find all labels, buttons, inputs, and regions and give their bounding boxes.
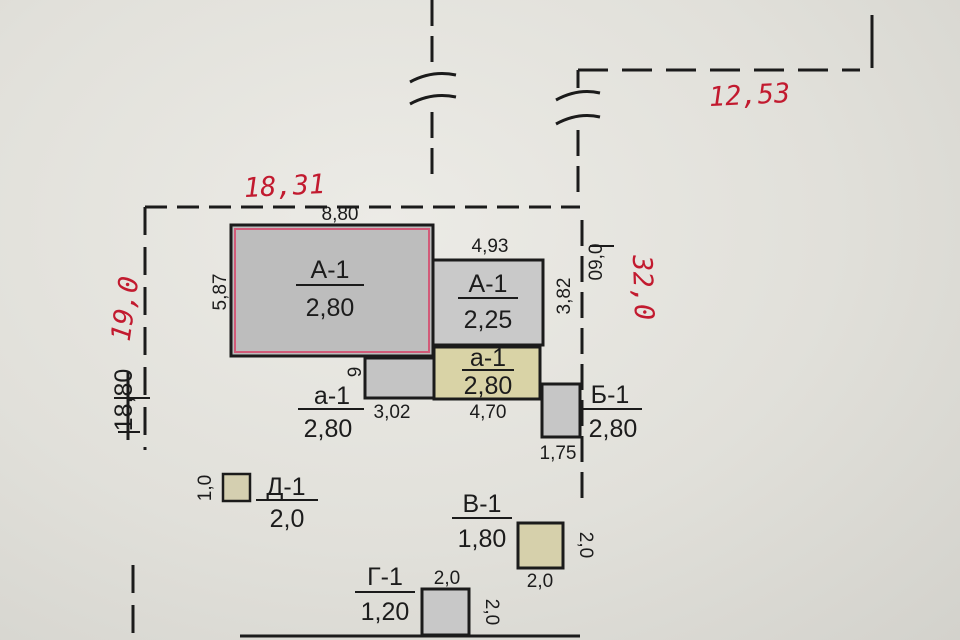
shed-g1-shape [420, 587, 471, 637]
porch-right-width: 4,70 [470, 402, 507, 423]
break-mark-1 [409, 72, 457, 84]
shed-g1-height: 1,20 [361, 598, 410, 626]
main-house-width: 8,80 [322, 204, 359, 225]
building-shed-d1: 1,0 Д-1 2,0 [195, 472, 318, 533]
break-mark-3 [555, 90, 601, 102]
porch-right-shape [432, 345, 542, 401]
shed-d1-shape [221, 472, 252, 503]
red-dimension-top-left: 18,31 [243, 169, 326, 204]
shed-g1-name: Г-1 [367, 563, 403, 591]
shed-b1-width: 1,75 [540, 443, 577, 464]
red-dimension-right: 32,0 [626, 254, 659, 321]
shed-b1-shape [540, 382, 582, 439]
building-addon-a1: А-1 2,25 4,93 3,82 [431, 236, 575, 347]
porch-left-width: 3,02 [374, 402, 411, 423]
shed-v1-shape [516, 521, 565, 570]
main-house-outline [234, 228, 430, 353]
plot-boundary [118, 0, 874, 640]
shed-d1-side: 1,0 [195, 475, 216, 501]
shed-v1-depth: 2,0 [575, 532, 596, 558]
right-plot-dimension: 09,0 [586, 244, 607, 281]
porch-left-height: 2,80 [304, 415, 353, 443]
shed-d1-name: Д-1 [266, 473, 305, 501]
porch-right-name: а-1 [470, 344, 506, 372]
shed-b1-name: Б-1 [591, 381, 630, 409]
shed-g1-width: 2,0 [434, 568, 460, 589]
porch-left-shape [363, 356, 436, 400]
building-porch-a1-left: 9 а-1 2,80 3,02 [298, 356, 436, 443]
porch-left-depth: 9 [345, 367, 366, 378]
shed-v1-height: 1,80 [458, 525, 507, 553]
break-mark-2 [409, 94, 457, 106]
main-house-shape [229, 223, 435, 358]
plot-dimensions: 18,80 09,0 [110, 244, 614, 432]
addon-depth: 3,82 [554, 278, 575, 315]
main-house-name: А-1 [311, 256, 350, 284]
red-dimension-left: 19,0 [106, 274, 146, 343]
building-main-a1: А-1 2,80 8,80 5,87 [210, 204, 435, 358]
left-plot-dimension: 18,80 [110, 369, 138, 432]
building-shed-v1: В-1 1,80 2,0 2,0 [452, 490, 596, 592]
building-shed-b1: Б-1 2,80 1,75 [540, 381, 642, 464]
main-house-depth: 5,87 [210, 274, 231, 311]
shed-b1-height: 2,80 [589, 415, 638, 443]
shed-g1-depth: 2,0 [481, 599, 502, 625]
red-dimension-top-right: 12,53 [708, 78, 791, 113]
red-dimensions: 12,53 18,31 19,0 32,0 [106, 78, 791, 343]
addon-height: 2,25 [464, 306, 513, 334]
porch-left-name: а-1 [314, 382, 350, 410]
addon-shape [431, 258, 545, 347]
main-house-height: 2,80 [306, 294, 355, 322]
building-porch-a1-right: а-1 2,80 4,70 [432, 344, 542, 423]
shed-v1-width: 2,0 [527, 571, 553, 592]
building-shed-g1: Г-1 1,20 2,0 2,0 [355, 563, 502, 637]
break-mark-4 [555, 114, 601, 126]
shed-v1-name: В-1 [463, 490, 502, 518]
addon-width: 4,93 [472, 236, 509, 257]
shed-d1-height: 2,0 [270, 505, 305, 533]
porch-right-height: 2,80 [464, 372, 513, 400]
addon-name: А-1 [469, 270, 508, 298]
